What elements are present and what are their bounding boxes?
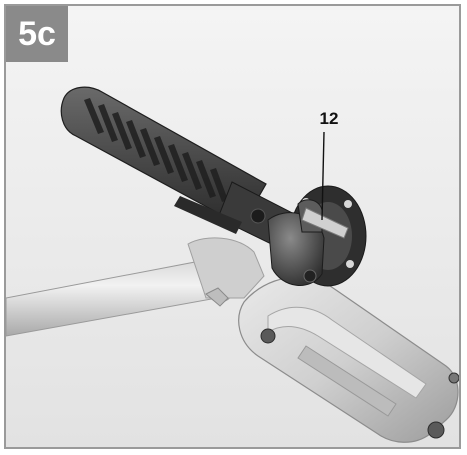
joint-with-lever <box>267 199 349 286</box>
callout-label: 12 <box>319 109 339 128</box>
figure-frame: 5c 12 <box>4 4 461 449</box>
handle-grip <box>60 86 307 257</box>
shaft <box>6 237 265 337</box>
figure-label: 5c <box>6 6 68 62</box>
callout-leader-line <box>321 131 325 221</box>
tool-illustration <box>6 6 459 447</box>
